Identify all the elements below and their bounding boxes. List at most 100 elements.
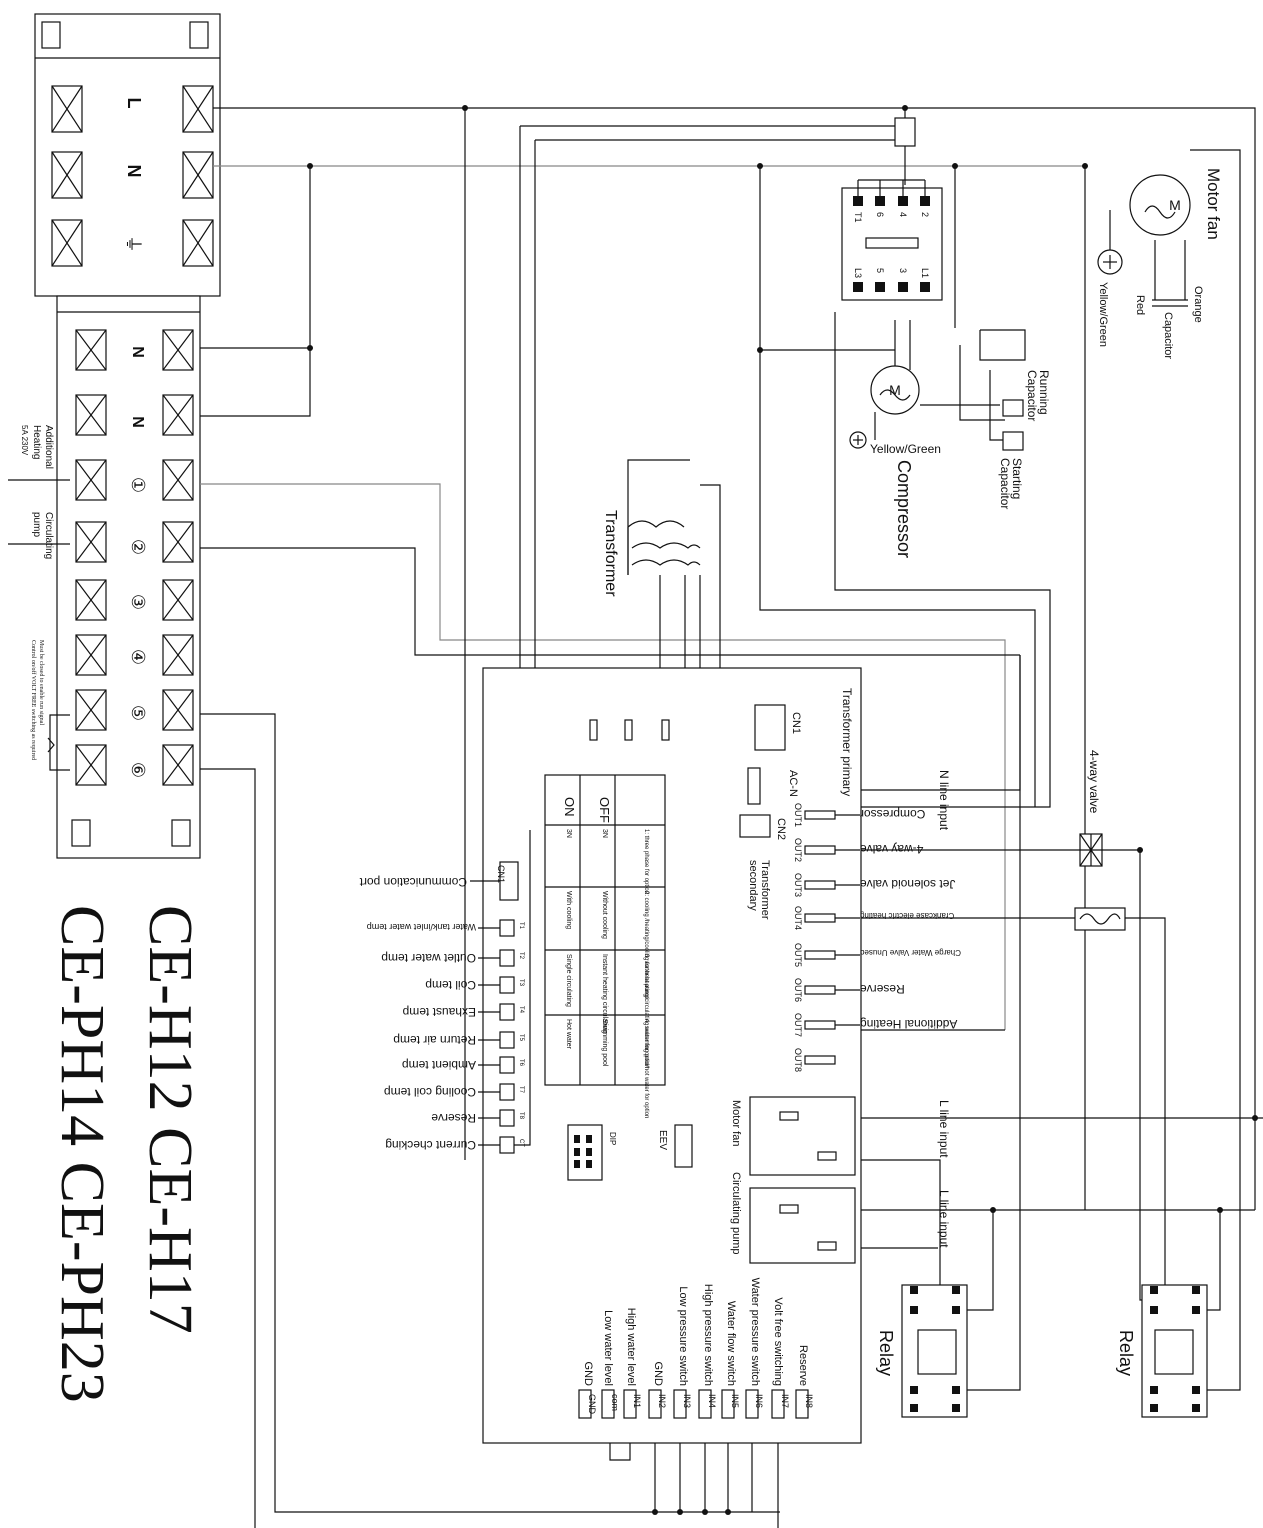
side-terminal-right-8	[162, 744, 194, 786]
input-pin-label: IN7	[780, 1394, 790, 1408]
input-in4: IN4	[698, 1389, 717, 1419]
contactor-top-pin: T1	[853, 196, 863, 223]
relay-1: Relay	[876, 1284, 968, 1418]
sensor-pin-label: T7	[518, 1086, 524, 1094]
cn1-primary-label: CN1	[790, 712, 802, 734]
dip-on-value: Without cooling	[601, 891, 608, 939]
contactor-top-pin-label: 4	[898, 212, 908, 217]
output-pin-label: OUT7	[793, 1013, 803, 1037]
compressor: M Yellow/Green Compressor Running Capaci…	[849, 365, 1051, 558]
side-label-2: ②	[128, 539, 148, 555]
contactor-bottom-pin: 3	[898, 268, 908, 292]
input-pin-label: IN8	[804, 1394, 814, 1408]
side-terminal-left-3	[75, 459, 107, 501]
sensor-connector: T5 Return air temp	[393, 1031, 524, 1049]
input-gnd: GND	[578, 1389, 597, 1419]
terminal-label-n: N	[124, 165, 144, 178]
svg-text:M: M	[1169, 197, 1181, 213]
sensor-pin-label: T5	[518, 1034, 524, 1042]
dip-off-value: Single circulating	[565, 954, 572, 1007]
communication-port-label: Communication port	[359, 875, 467, 889]
transformer-primary-label: Transformer primary	[840, 688, 854, 796]
input-label: GND	[652, 1362, 664, 1387]
output-label: Charge Water Valve Unused	[860, 948, 961, 957]
dip-off-value: With cooling	[565, 891, 572, 929]
side-terminal-left-7	[75, 689, 107, 731]
output-label: Jet solenoid valve	[860, 877, 956, 891]
output-pin-label: OUT3	[793, 873, 803, 897]
input-pin-label: IN4	[707, 1394, 717, 1408]
input-label: Low pressure switch	[677, 1286, 689, 1386]
model-title-line-2: CE-PH14 CE-PH23	[48, 905, 116, 1403]
circulating-pump-label-1: Circulating	[43, 512, 54, 559]
relay-2: Relay	[1116, 1284, 1208, 1418]
sensor-pin-label: T2	[518, 952, 524, 960]
output-label: 4-way valve	[860, 842, 924, 856]
side-terminal-left-5	[75, 579, 107, 621]
contactor-bottom-pin: 5	[875, 268, 885, 292]
relay-pin	[1192, 1404, 1200, 1412]
sensor-pin-label: T3	[518, 979, 524, 987]
dip-header: 1: three phase for option	[643, 829, 649, 894]
contactor-top-pin: 4	[898, 196, 908, 217]
side-label-4: ④	[128, 649, 148, 665]
dip-header: 4: swimming pool/hot water for option	[643, 1019, 649, 1118]
note-line-1: Must be closed to enable run signal	[38, 640, 44, 725]
sensor-label: Outlet water temp	[381, 951, 476, 965]
relay-pin	[1192, 1286, 1200, 1294]
input-in8: IN8	[795, 1389, 814, 1419]
input-pin-label: IN2	[657, 1394, 667, 1408]
sensor-pin-label: T4	[518, 1006, 524, 1014]
relay-pin	[910, 1306, 918, 1314]
eev-label: EEV	[657, 1130, 668, 1150]
fan-orange-label: Orange	[1192, 286, 1204, 323]
dip-on-value: 3N	[601, 829, 608, 838]
side-terminal-left-4	[75, 521, 107, 563]
side-terminal-left-8	[75, 744, 107, 786]
four-way-valve-label: 4-way valve	[1087, 750, 1101, 814]
transformer-secondary-label-1: Transformer	[759, 860, 771, 920]
dip-off-value: Hot water	[565, 1019, 572, 1050]
relay-pin	[910, 1286, 918, 1294]
dip-row-on: ON	[562, 797, 577, 817]
input-com: com	[601, 1389, 620, 1419]
side-label-1: ①	[128, 477, 148, 493]
relay-pin	[952, 1286, 960, 1294]
cn2-label: CN2	[775, 818, 787, 840]
dip-label: DIP	[608, 1132, 617, 1145]
board-motor-fan-label: Motor fan	[730, 1100, 742, 1146]
input-pin-label: IN3	[682, 1394, 692, 1408]
input-label: Water pressure switch	[749, 1278, 761, 1386]
sensor-pin-label: T6	[518, 1059, 524, 1067]
side-label-6: ⑥	[128, 762, 148, 778]
sensor-connector: T2 Outlet water temp	[381, 949, 524, 967]
l-line-input-2-label: L line input	[937, 1190, 951, 1248]
input-pin-label: IN1	[632, 1394, 642, 1408]
sensor-label: Return air temp	[393, 1033, 476, 1047]
side-terminal-right-2	[162, 394, 194, 436]
output-pin-label: OUT6	[793, 978, 803, 1002]
contactor-bottom-pin-label: 3	[898, 268, 908, 273]
dip-header: 2: cooling /heating/cooling for heat pum…	[643, 891, 649, 1000]
running-capacitor-label-2: Capacitor	[1025, 370, 1039, 421]
side-terminal-right-5	[162, 579, 194, 621]
sensor-label: Current checking	[385, 1138, 476, 1152]
sensor-label: Water tank/inlet water temp	[367, 922, 476, 932]
contactor-top-pin: 2	[920, 196, 930, 217]
relay-pin	[1150, 1286, 1158, 1294]
side-terminal-block: N N ① ② ③ ④ ⑤ ⑥	[56, 295, 201, 859]
compressor-ground-label: Yellow/Green	[870, 442, 941, 456]
output-out3: OUT3 Jet solenoid valve	[793, 873, 955, 897]
n-line-input-label: N line input	[937, 770, 951, 831]
input-label: Volt free switching	[772, 1297, 784, 1386]
acn-label: AC-N	[787, 770, 799, 797]
input-label: High water level	[625, 1308, 637, 1386]
